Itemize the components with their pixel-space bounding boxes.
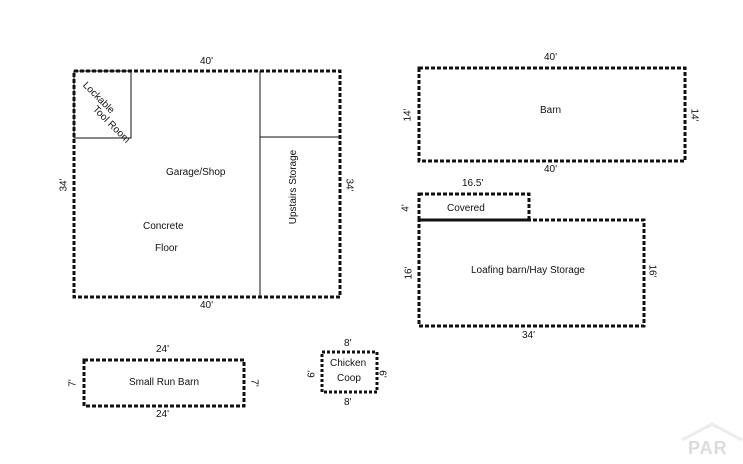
covered-outline <box>417 192 531 222</box>
small-run-bottom-dim: 24' <box>156 409 170 420</box>
par-watermark: PAR <box>688 438 728 458</box>
covered-top-dim: 16.5' <box>462 178 484 189</box>
coop-bottom-dim: 8' <box>344 397 352 408</box>
garage-right-dim: 34' <box>343 178 355 192</box>
coop-label-line2: Coop <box>337 373 361 384</box>
garage-outline <box>72 69 342 299</box>
coop-label-line1: Chicken <box>330 358 367 369</box>
floor-label: Floor <box>155 243 178 254</box>
coop-right-dim: 6' <box>376 370 388 378</box>
loafing-barn-outline <box>417 218 646 328</box>
garage-left-dim: 34' <box>58 178 70 192</box>
barn-label: Barn <box>540 105 562 116</box>
garage-bottom-dim: 40' <box>200 300 214 311</box>
coop-top-dim: 8' <box>344 338 352 349</box>
barn-left-dim: 14' <box>402 108 414 122</box>
barn-outline <box>417 66 687 163</box>
small-run-right-dim: 7' <box>248 379 260 387</box>
small-run-top-dim: 24' <box>156 344 170 355</box>
tool-room-outline <box>73 70 132 139</box>
concrete-label: Concrete <box>143 221 184 232</box>
upstairs-storage-label: Upstairs Storage <box>288 149 300 225</box>
garage-shop-label: Garage/Shop <box>166 167 226 178</box>
loafing-left-dim: 16' <box>403 266 415 280</box>
chicken-coop-outline <box>320 350 379 394</box>
par-logo-icon <box>681 422 743 442</box>
barn-bottom-dim: 40' <box>544 164 558 175</box>
small-run-label: Small Run Barn <box>129 377 200 388</box>
covered-label: Covered <box>447 203 485 214</box>
loafing-right-dim: 16' <box>646 264 658 278</box>
small-run-barn-outline <box>82 358 246 408</box>
garage-top-dim: 40' <box>200 56 214 67</box>
covered-left-dim: 4' <box>400 204 412 212</box>
small-run-left-dim: 7' <box>67 379 79 387</box>
loafing-label: Loafing barn/Hay Storage <box>471 265 585 276</box>
barn-top-dim: 40' <box>544 52 558 63</box>
coop-left-dim: 6' <box>306 370 318 378</box>
loafing-bottom-dim: 34' <box>522 330 536 341</box>
barn-right-dim: 14' <box>688 108 700 122</box>
